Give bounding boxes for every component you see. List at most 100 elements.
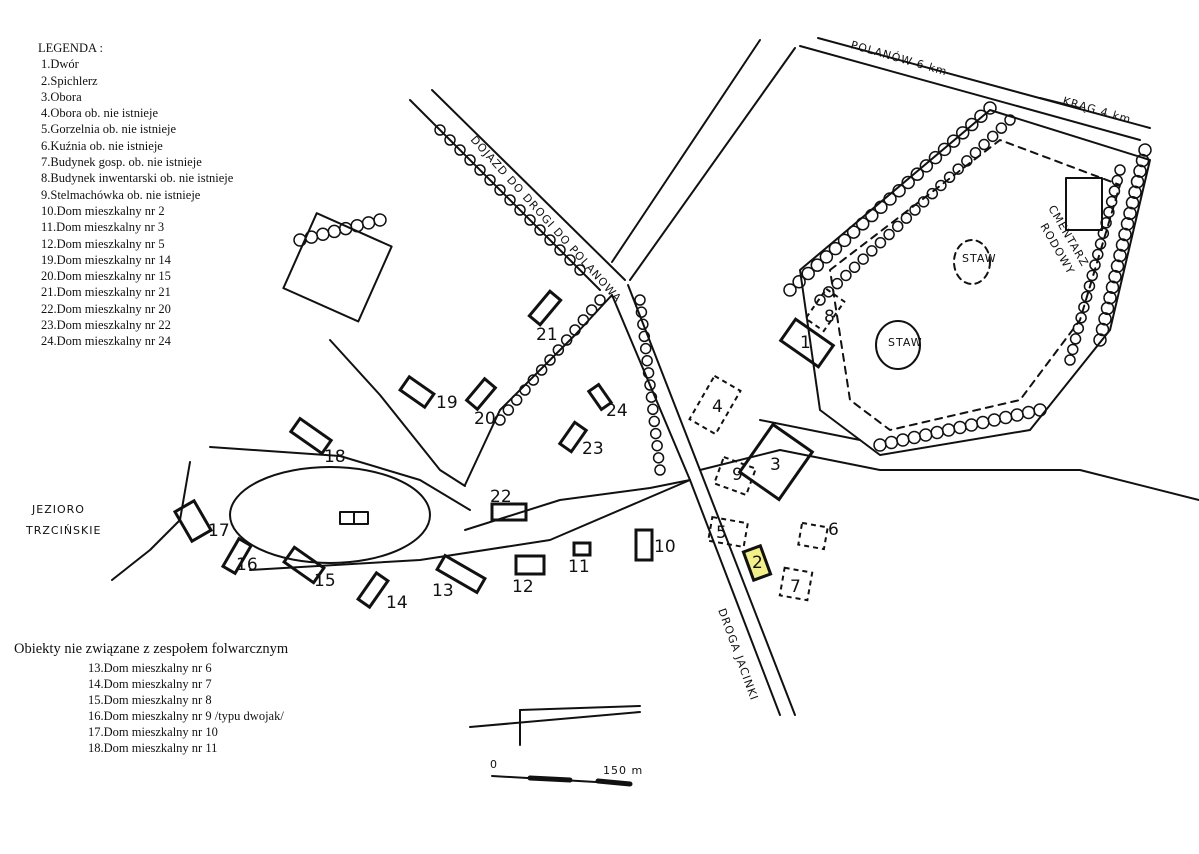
road-dojazd-a [409,99,601,291]
tree-mark [1128,185,1142,199]
tree-mark [638,330,651,343]
tree-mark [1110,259,1125,273]
tree-mark [937,142,952,157]
tree-mark [1114,164,1126,176]
tree-mark [1125,196,1140,210]
tree-mark [974,109,988,124]
roads [111,37,1199,716]
tree-mark [504,194,516,206]
building-2: 2 [741,543,773,583]
tree-mark [892,183,906,198]
tree-mark [1004,114,1016,126]
building-label: 9 [732,465,743,485]
tree-mark [1021,405,1036,420]
tree-mark [1092,248,1104,261]
tree-mark [884,435,899,450]
building-outline [490,502,528,522]
lake-shore [111,461,191,581]
tree-mark [995,122,1008,134]
tree-mark [639,342,652,355]
other-item: 17.Dom mieszkalny nr 10 [88,725,218,739]
tree-mark [819,250,834,264]
legend-item: 21.Dom mieszkalny nr 21 [41,285,171,300]
tree-mark [865,208,879,223]
tree-mark [910,167,925,181]
tree-mark [969,146,982,159]
tree-mark [801,266,815,281]
tree-mark [792,274,806,289]
legend-item: 2.Spichlerz [41,73,98,88]
tree-mark [965,117,979,132]
label-lake-1: JEZIORO [31,503,85,516]
tree-mark [1138,143,1152,157]
building-outline [355,570,391,610]
tree-mark [909,204,921,216]
other-item: 13.Dom mieszkalny nr 6 [88,661,212,675]
tree-mark [569,324,581,336]
label-pond-2: STAW [888,336,923,349]
tree-mark [444,134,456,146]
tree-mark [1033,403,1047,417]
tree-mark [1103,291,1117,305]
tree-mark [857,253,869,265]
tree-mark [1010,408,1024,422]
tree-mark [1095,322,1110,337]
tree-mark [1115,238,1130,252]
tree-mark [519,384,531,396]
building-8: 8 [804,287,846,333]
pond-2 [875,320,921,370]
tree-mark [634,294,646,306]
label-lake-2: TRZCIŃSKIE [25,524,101,537]
tree-mark [635,306,648,318]
tree-mark [535,364,548,376]
tree-mark [828,241,843,256]
park [799,109,1151,456]
tree-mark [814,294,826,306]
legend-item: 3.Obora [41,89,82,104]
tree-mark [652,452,665,464]
tree-mark [1089,259,1101,271]
tree-mark [917,196,930,208]
road-south-a [611,294,781,716]
tree-mark [1078,301,1090,313]
tree-mark [642,367,655,379]
building-label: 2 [752,553,763,573]
building-label: 23 [582,439,604,459]
tree-mark [1123,206,1137,221]
tree-mark [928,150,943,165]
tree-mark [1097,227,1110,240]
legend-item: 24.Dom mieszkalny nr 24 [41,334,171,349]
building-outline [804,287,846,333]
tree-mark [510,394,523,406]
road-polanow [817,37,1151,129]
tree-mark [1100,217,1112,229]
tree-mark [935,179,947,192]
tree-mark [534,224,546,236]
other-objects-legend: Obiekty nie związane z zespołem folwarcz… [14,641,288,756]
tree-mark [873,438,887,452]
building-outline [220,536,254,576]
tree-mark [837,233,852,248]
tree-mark [1094,238,1107,250]
tree-mark [1133,164,1147,178]
tree-mark [978,138,990,151]
tree-mark [883,228,895,241]
tree-mark [976,415,990,430]
building-label: 14 [386,593,408,613]
tree-mark [986,130,999,143]
tree-mark [874,236,887,249]
building-outline [797,521,829,551]
road-main-w [249,479,691,571]
tree-mark [304,230,319,244]
building-1: 1 [778,317,836,369]
building-label: 3 [770,455,781,475]
tree-mark [998,410,1013,425]
tree-mark [1093,333,1107,347]
tree-mark [1069,333,1082,345]
building-label: 21 [536,325,558,345]
north-arrow [469,705,641,746]
tree-mark [494,414,506,426]
